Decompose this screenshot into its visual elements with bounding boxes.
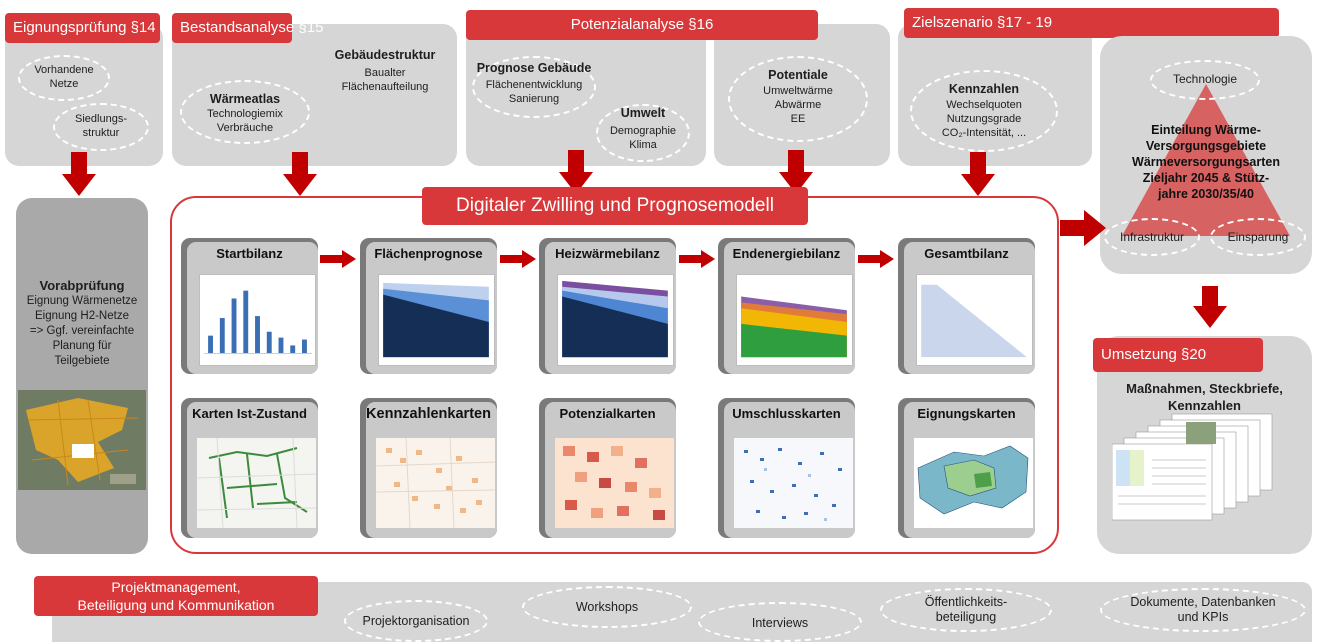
siedlung-label: Siedlungs- struktur	[75, 113, 127, 139]
umschlusskarten-map	[734, 438, 853, 528]
startbilanz-chart	[199, 274, 316, 366]
arrow-down-ziel	[961, 152, 995, 196]
einsparung-ellipse	[1210, 218, 1306, 256]
heizwaermebilanz-chart	[557, 274, 674, 366]
projekt-item-2-ellipse	[522, 586, 692, 628]
tile-eignungskarten-title: Eignungskarten	[917, 406, 1016, 421]
projekt-title: Projektmanagement, Beteiligung und Kommu…	[34, 576, 318, 616]
phase-umsetzung: Umsetzung §20	[1093, 338, 1263, 372]
potentiale-ellipse	[728, 56, 868, 142]
tile-gesamtbilanz-title: Gesamtbilanz	[924, 246, 1009, 261]
waermeatlas-title: Wärmeatlas	[209, 92, 281, 106]
projekt-item-4-ellipse	[880, 588, 1052, 632]
flaechenprognose-chart	[378, 274, 495, 366]
waermeatlas-ellipse	[180, 80, 310, 144]
netze-label: Vorhandene Netze	[34, 64, 94, 90]
tile-potenzialkarten-title: Potenzialkarten	[559, 406, 656, 421]
tile-kennzahlenkarten: Kennzahlenkarten	[360, 398, 497, 538]
siedlung-ellipse	[53, 103, 149, 151]
tile-umschlusskarten-title: Umschlusskarten	[732, 406, 841, 421]
arrow-down-eignung	[62, 152, 96, 196]
potentiale-sub: Umweltwärme Abwärme EE	[763, 85, 833, 125]
endenergiebilanz-chart	[736, 274, 853, 366]
prognose-title: Prognose Gebäude	[476, 61, 592, 75]
projekt-item-4: Öffentlichkeits- beteiligung	[924, 595, 1008, 624]
infrastruktur-ellipse	[1104, 218, 1200, 256]
kennzahlen-sub: Wechselquoten Nutzungsgrade CO₂-Intensit…	[941, 99, 1027, 139]
tile-endenergiebilanz-title: Endenergiebilanz	[732, 246, 841, 261]
projekt-item-5-ellipse	[1100, 588, 1306, 632]
tile-flaechenprognose-title: Flächenprognose	[374, 246, 483, 261]
arrow-right-2	[500, 250, 536, 268]
arrow-right-3	[679, 250, 715, 268]
arrow-down-bestand	[283, 152, 317, 196]
tile-heizwaermebilanz-title: Heizwärmebilanz	[555, 246, 660, 261]
karten-ist-map	[197, 438, 316, 528]
umwelt-ellipse	[596, 104, 690, 162]
steckbriefe-stack	[1112, 413, 1273, 521]
phase-eignung: Eignungsprüfung §14	[5, 13, 160, 43]
kennzahlen-ellipse	[910, 70, 1058, 152]
arrow-right-twin	[1060, 210, 1106, 246]
tile-karten-ist-title: Karten Ist-Zustand	[192, 406, 307, 421]
zielszenario-text: Einteilung Wärme- Versorgungsgebiete Wär…	[1132, 123, 1280, 201]
potentiale-title: Potentiale	[768, 68, 828, 82]
umwelt-sub: Demographie Klima	[609, 125, 677, 151]
waermeatlas-sub: Technologiemix Verbräuche	[207, 108, 283, 134]
kennzahlenkarten-map	[376, 438, 495, 528]
tile-heizwaermebilanz: Heizwärmebilanz	[539, 238, 676, 374]
technologie-label: Technologie	[1172, 72, 1238, 86]
prognose-sub: Flächenentwicklung Sanierung	[485, 79, 583, 105]
arrow-down-umsetzung	[1193, 286, 1227, 328]
phase-ziel: Zielszenario §17 - 19	[904, 8, 1279, 38]
arrow-right-4	[858, 250, 894, 268]
twin-title: Digitaler Zwilling und Prognosemodell	[422, 187, 808, 225]
technologie-ellipse	[1150, 60, 1260, 100]
phase-bestand: Bestandsanalyse §15	[172, 13, 323, 43]
eignungskarten-map	[914, 438, 1033, 528]
projekt-item-5: Dokumente, Datenbanken und KPIs	[1130, 595, 1276, 624]
tile-umschlusskarten: Umschlusskarten	[718, 398, 855, 538]
tile-potenzialkarten: Potenzialkarten	[539, 398, 676, 538]
phase-potenzial: Potenzialanalyse §16	[466, 10, 818, 40]
einsparung-label: Einsparung	[1227, 230, 1289, 244]
projekt-item-1: Projektorganisation	[362, 614, 470, 628]
potenzialkarten-map	[555, 438, 674, 528]
tile-kennzahlenkarten-title: Kennzahlenkarten	[366, 406, 491, 422]
tile-gesamtbilanz: Gesamtbilanz	[898, 238, 1035, 374]
projekt-item-1-ellipse	[344, 600, 488, 642]
vorab-box	[16, 198, 148, 554]
umsetzung-text: Maßnahmen, Steckbriefe, Kennzahlen	[1126, 381, 1283, 413]
gebaeude-title: Gebäudestruktur	[334, 48, 436, 62]
kennzahlen-title: Kennzahlen	[948, 82, 1020, 96]
prognose-ellipse	[472, 56, 596, 118]
umwelt-title: Umwelt	[620, 106, 666, 120]
vorab-title: Vorabprüfung	[39, 278, 125, 293]
tile-flaechenprognose: Flächenprognose	[360, 238, 497, 374]
vorab-map	[18, 390, 146, 490]
arrow-down-potenzial-2	[779, 150, 813, 194]
projekt-item-3: Interviews	[751, 616, 809, 630]
tile-karten-ist: Karten Ist-Zustand	[181, 398, 318, 538]
zielszenario-triangle	[1122, 84, 1290, 236]
infrastruktur-label: Infrastruktur	[1119, 230, 1185, 244]
projekt-item-3-ellipse	[698, 602, 862, 642]
gebaeude-sub: Baualter Flächenaufteilung	[341, 67, 429, 93]
tile-startbilanz-title: Startbilanz	[216, 246, 283, 261]
gesamtbilanz-chart	[916, 274, 1033, 366]
tile-startbilanz: Startbilanz	[181, 238, 318, 374]
netze-ellipse	[18, 55, 110, 101]
vorab-text: Eignung Wärmenetze Eignung H2-Netze => G…	[26, 295, 138, 367]
tile-eignungskarten: Eignungskarten	[898, 398, 1035, 538]
arrow-right-1	[320, 250, 356, 268]
tile-endenergiebilanz: Endenergiebilanz	[718, 238, 855, 374]
projekt-item-2: Workshops	[575, 600, 639, 614]
arrow-down-potenzial-1	[559, 150, 593, 194]
